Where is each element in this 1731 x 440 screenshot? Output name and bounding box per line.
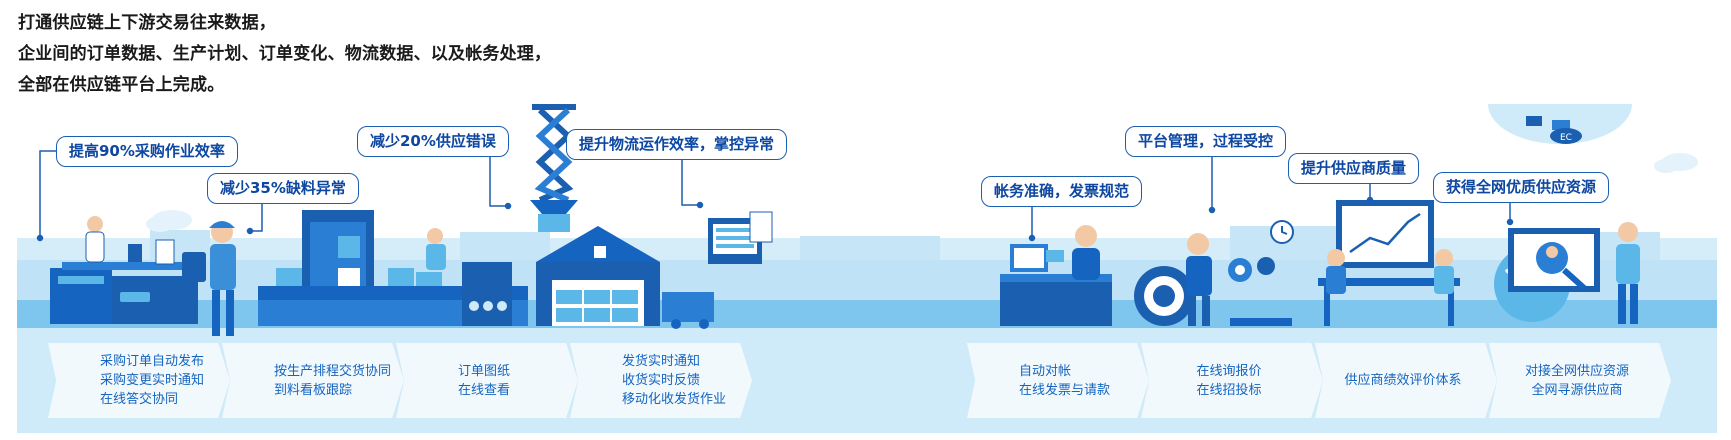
warehouse-illustration — [536, 226, 714, 329]
process-step-line: 采购变更实时通知 — [100, 373, 205, 388]
process-step-shipping: 发货实时通知 收货实时反馈 移动化收发货作业 — [570, 343, 752, 418]
accounting-desk-illustration — [1000, 225, 1112, 326]
process-step-line: 全网寻源供应商 — [1531, 382, 1623, 398]
crane-illustration — [530, 104, 578, 232]
process-step-line: 按生产排程交货协同 — [274, 363, 392, 379]
process-step-line: 供应商绩效评价体系 — [1344, 373, 1462, 388]
callout-procurement-efficiency: 提高90%采购作业效率 — [56, 136, 238, 167]
process-step-line: 在线查看 — [457, 382, 510, 398]
process-step-line: 收货实时反馈 — [622, 373, 701, 388]
logistics-monitor-illustration — [708, 211, 773, 264]
process-step-line: 在线发票与请款 — [1019, 382, 1111, 398]
process-step-line: 到料看板跟踪 — [274, 382, 353, 398]
callout-shortage-reduction: 减少35%缺料异常 — [207, 173, 359, 204]
callout-global-resources: 获得全网优质供应资源 — [1433, 172, 1610, 203]
process-step-line: 在线询报价 — [1196, 363, 1262, 379]
callout-platform-management: 平台管理，过程受控 — [1125, 126, 1287, 157]
process-step-line: 自动对帐 — [1019, 363, 1072, 379]
process-step-global-sourcing: 对接全网供应资源 全网寻源供应商 — [1489, 343, 1671, 418]
callout-accounting-accuracy: 帐务准确，发票规范 — [981, 176, 1143, 207]
intro-line: 打通供应链上下游交易往来数据， — [18, 13, 276, 33]
process-step-line: 在线招投标 — [1196, 382, 1262, 398]
process-step-line: 采购订单自动发布 — [100, 354, 205, 369]
ec-badge: EC — [1560, 133, 1572, 143]
process-step-drawings: 订单图纸 在线查看 — [396, 343, 578, 418]
process-step-supplier-evaluation: 供应商绩效评价体系 — [1315, 343, 1497, 418]
process-step-line: 在线答交协同 — [100, 392, 179, 407]
global-sourcing-illustration: EC — [1488, 104, 1698, 324]
callout-logistics-efficiency: 提升物流运作效率，掌控异常 — [566, 129, 788, 160]
process-step-line: 订单图纸 — [457, 363, 510, 379]
process-step-reconciliation: 自动对帐 在线发票与请款 — [967, 343, 1149, 418]
callout-supplier-quality: 提升供应商质量 — [1288, 153, 1420, 184]
process-step-quotation: 在线询报价 在线招投标 — [1141, 343, 1323, 418]
quality-board-illustration — [1318, 200, 1460, 326]
intro-line: 企业间的订单数据、生产计划、订单变化、物流数据、以及帐务处理， — [18, 44, 552, 64]
process-step-line: 对接全网供应资源 — [1524, 363, 1629, 379]
intro-line: 全部在供应链平台上完成。 — [18, 75, 225, 95]
production-line-illustration — [258, 210, 528, 326]
callout-leader-lines — [36, 150, 1514, 242]
procurement-desk-illustration — [50, 216, 202, 324]
intro-text: 打通供应链上下游交易往来数据， 企业间的订单数据、生产计划、订单变化、物流数据、… — [18, 8, 551, 101]
target-gears-illustration — [1134, 220, 1294, 326]
worker-illustration — [182, 221, 236, 336]
callout-supply-error-reduction: 减少20%供应错误 — [357, 126, 509, 157]
process-step-production-schedule: 按生产排程交货协同 到料看板跟踪 — [222, 343, 404, 418]
process-step-procurement: 采购订单自动发布 采购变更实时通知 在线答交协同 — [48, 343, 230, 418]
cloud-icon — [146, 210, 192, 232]
process-step-line: 移动化收发货作业 — [622, 392, 727, 407]
process-step-line: 发货实时通知 — [622, 354, 701, 369]
